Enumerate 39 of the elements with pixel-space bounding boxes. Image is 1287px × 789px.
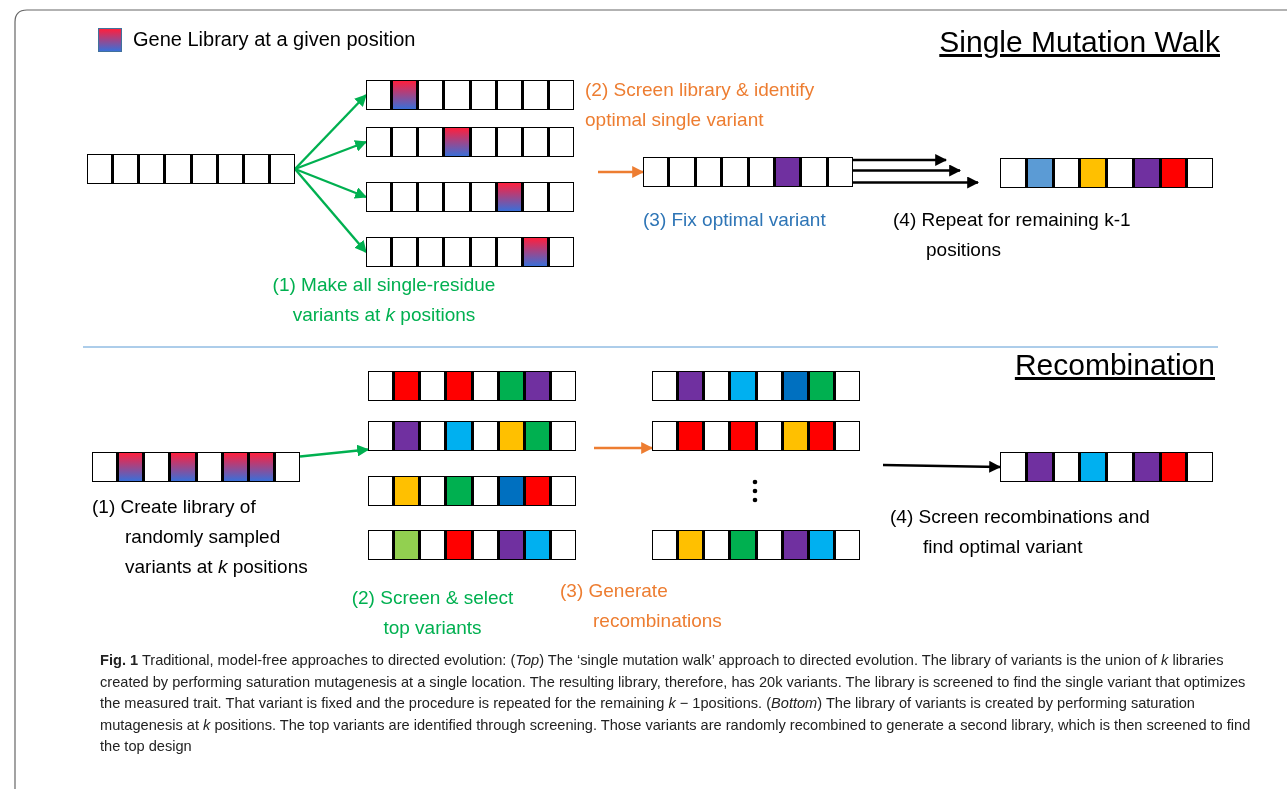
sequence-bar	[87, 154, 295, 184]
arrow	[294, 168, 367, 253]
sequence-bar	[366, 237, 574, 267]
step-label: (2) Screen & select top variants	[350, 586, 515, 640]
arrow	[598, 166, 645, 178]
sequence-bar	[366, 80, 574, 110]
sequence-bar	[652, 371, 860, 401]
section-title: Single Mutation Walk	[938, 24, 1220, 60]
arrow	[294, 140, 368, 171]
step-label: (3) Generate recombinations	[560, 579, 723, 633]
step-label: (1) Make all single-residue variants at k positions	[271, 273, 497, 327]
arrow	[853, 164, 962, 177]
arrow	[594, 442, 654, 454]
arrow	[299, 444, 370, 458]
sequence-bar	[92, 452, 300, 482]
sequence-bar	[368, 371, 576, 401]
sequence-bar	[652, 421, 860, 451]
step-label: (3) Fix optimal variant	[643, 208, 827, 232]
arrow	[882, 460, 1002, 473]
arrow	[294, 94, 367, 170]
step-label: (4) Repeat for remaining k-1 positions	[893, 208, 1132, 262]
arrow	[853, 176, 980, 189]
sequence-bar	[1000, 452, 1213, 482]
sequence-bar	[368, 530, 576, 560]
sequence-bar	[366, 127, 574, 157]
arrow	[294, 167, 368, 199]
sequence-bar	[643, 157, 853, 187]
section-title: Recombination	[1013, 347, 1215, 383]
figure-caption: Fig. 1 Traditional, model-free approaches to directed evolution: (Top) The ‘single mutation walk’ approach to directed evolution. The library of variants is the union of k libraries created by performing saturation mutagenesis at a single location. The resulting library, therefore, has 20k variants. The library is screened to find the single variant that optimizes the measured trait. That variant is fixed and the procedure is repeated for the remaining k − 1positions. (Bottom) The library of variants is created by performing saturation mutagenesis at k positions. The top variants are identified through screening. Those variants are randomly recombined to generate a second library, which is then screened to find the top design	[100, 651, 1252, 756]
sequence-bar	[368, 421, 576, 451]
sequence-bar	[652, 530, 860, 560]
sequence-bar	[366, 182, 574, 212]
step-label: (4) Screen recombinations and find optimal variant	[890, 505, 1151, 559]
step-label: (2) Screen library & identify optimal single variant	[585, 78, 816, 132]
sequence-bar	[368, 476, 576, 506]
legend-label: Gene Library at a given position	[133, 27, 416, 52]
step-label: (1) Create library of randomly sampled variants at k positions	[92, 495, 309, 579]
sequence-bar	[1000, 158, 1213, 188]
arrow	[853, 154, 948, 166]
